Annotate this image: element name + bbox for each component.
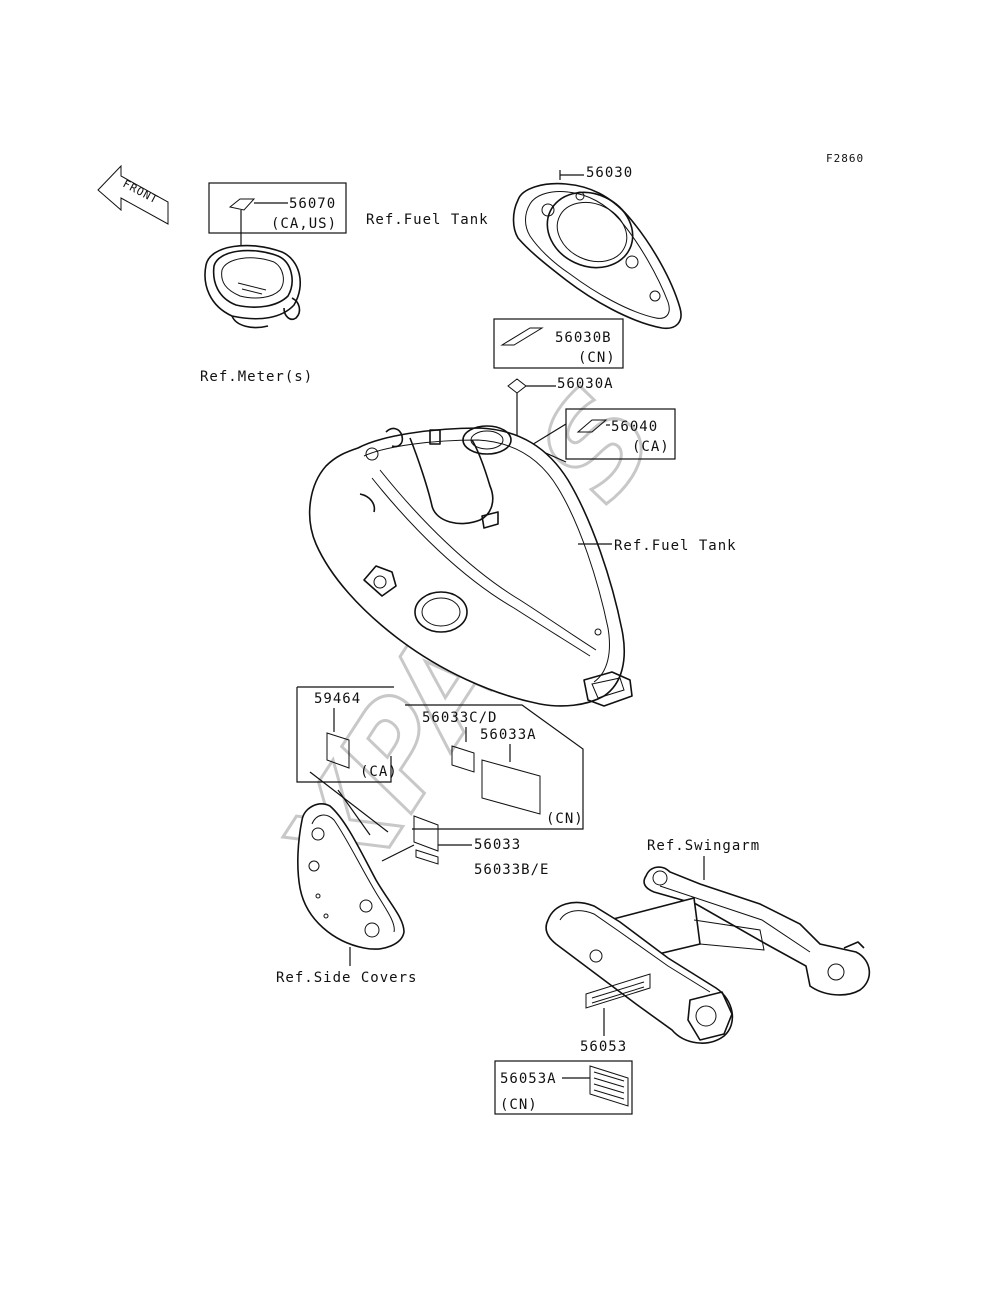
part-note-56030B: (CN) bbox=[578, 350, 616, 366]
part-note-59464: (CA) bbox=[360, 764, 398, 780]
fuel-tank bbox=[308, 425, 633, 707]
decal-56033-icon bbox=[413, 815, 439, 852]
decal-56070-icon bbox=[228, 198, 256, 211]
part-note-56033A: (CN) bbox=[546, 811, 584, 827]
figure-code: F2860 bbox=[826, 152, 864, 165]
label-box-56040 bbox=[565, 408, 676, 460]
part-number-56053: 56053 bbox=[580, 1039, 627, 1055]
part-number-56053A: 56053A bbox=[500, 1071, 557, 1087]
label-box-56053A bbox=[494, 1060, 633, 1115]
part-note-56053A: (CN) bbox=[500, 1097, 538, 1113]
part-note-56040: (CA) bbox=[632, 439, 670, 455]
part-number-56033CD: 56033C/D bbox=[422, 710, 497, 726]
label-box-56070 bbox=[208, 182, 347, 234]
decal-56040-icon bbox=[576, 419, 608, 433]
ref-fuel-tank-label: Ref.Fuel Tank bbox=[614, 538, 737, 554]
decal-56053-icon bbox=[585, 973, 651, 1009]
front-arrow-icon: FRONT bbox=[97, 164, 169, 225]
part-number-56030A: 56030A bbox=[557, 376, 614, 392]
fuel-tank-cover bbox=[512, 182, 682, 330]
part-number-56033A: 56033A bbox=[480, 727, 537, 743]
decal-56033A-icon bbox=[481, 759, 541, 815]
swingarm bbox=[545, 866, 871, 1044]
part-number-56030: 56030 bbox=[586, 165, 633, 181]
side-cover bbox=[297, 803, 405, 950]
decal-56033CD-icon bbox=[451, 745, 475, 773]
decal-56033BE-icon bbox=[415, 849, 439, 865]
part-number-56030B: 56030B bbox=[555, 330, 612, 346]
ref-swingarm-label: Ref.Swingarm bbox=[647, 838, 760, 854]
meter-assembly bbox=[204, 244, 302, 329]
part-number-56070: 56070 bbox=[289, 196, 336, 212]
label-box-56030B bbox=[493, 318, 624, 369]
decal-56030A-icon bbox=[507, 378, 527, 394]
part-number-59464: 59464 bbox=[314, 691, 361, 707]
part-number-56033: 56033 bbox=[474, 837, 521, 853]
part-note-56070: (CA,US) bbox=[271, 216, 337, 232]
decal-59464-icon bbox=[326, 732, 350, 769]
decal-56030B-icon bbox=[500, 327, 544, 346]
ref-fuel-tank-top-label: Ref.Fuel Tank bbox=[366, 212, 489, 228]
part-number-56040: 56040 bbox=[611, 419, 658, 435]
front-arrow-label: FRONT bbox=[121, 177, 161, 206]
part-number-56033BE: 56033B/E bbox=[474, 862, 549, 878]
ref-side-covers-label: Ref.Side Covers bbox=[276, 970, 417, 986]
ref-meters-label: Ref.Meter(s) bbox=[200, 369, 313, 385]
decal-56053A-icon bbox=[589, 1065, 629, 1107]
